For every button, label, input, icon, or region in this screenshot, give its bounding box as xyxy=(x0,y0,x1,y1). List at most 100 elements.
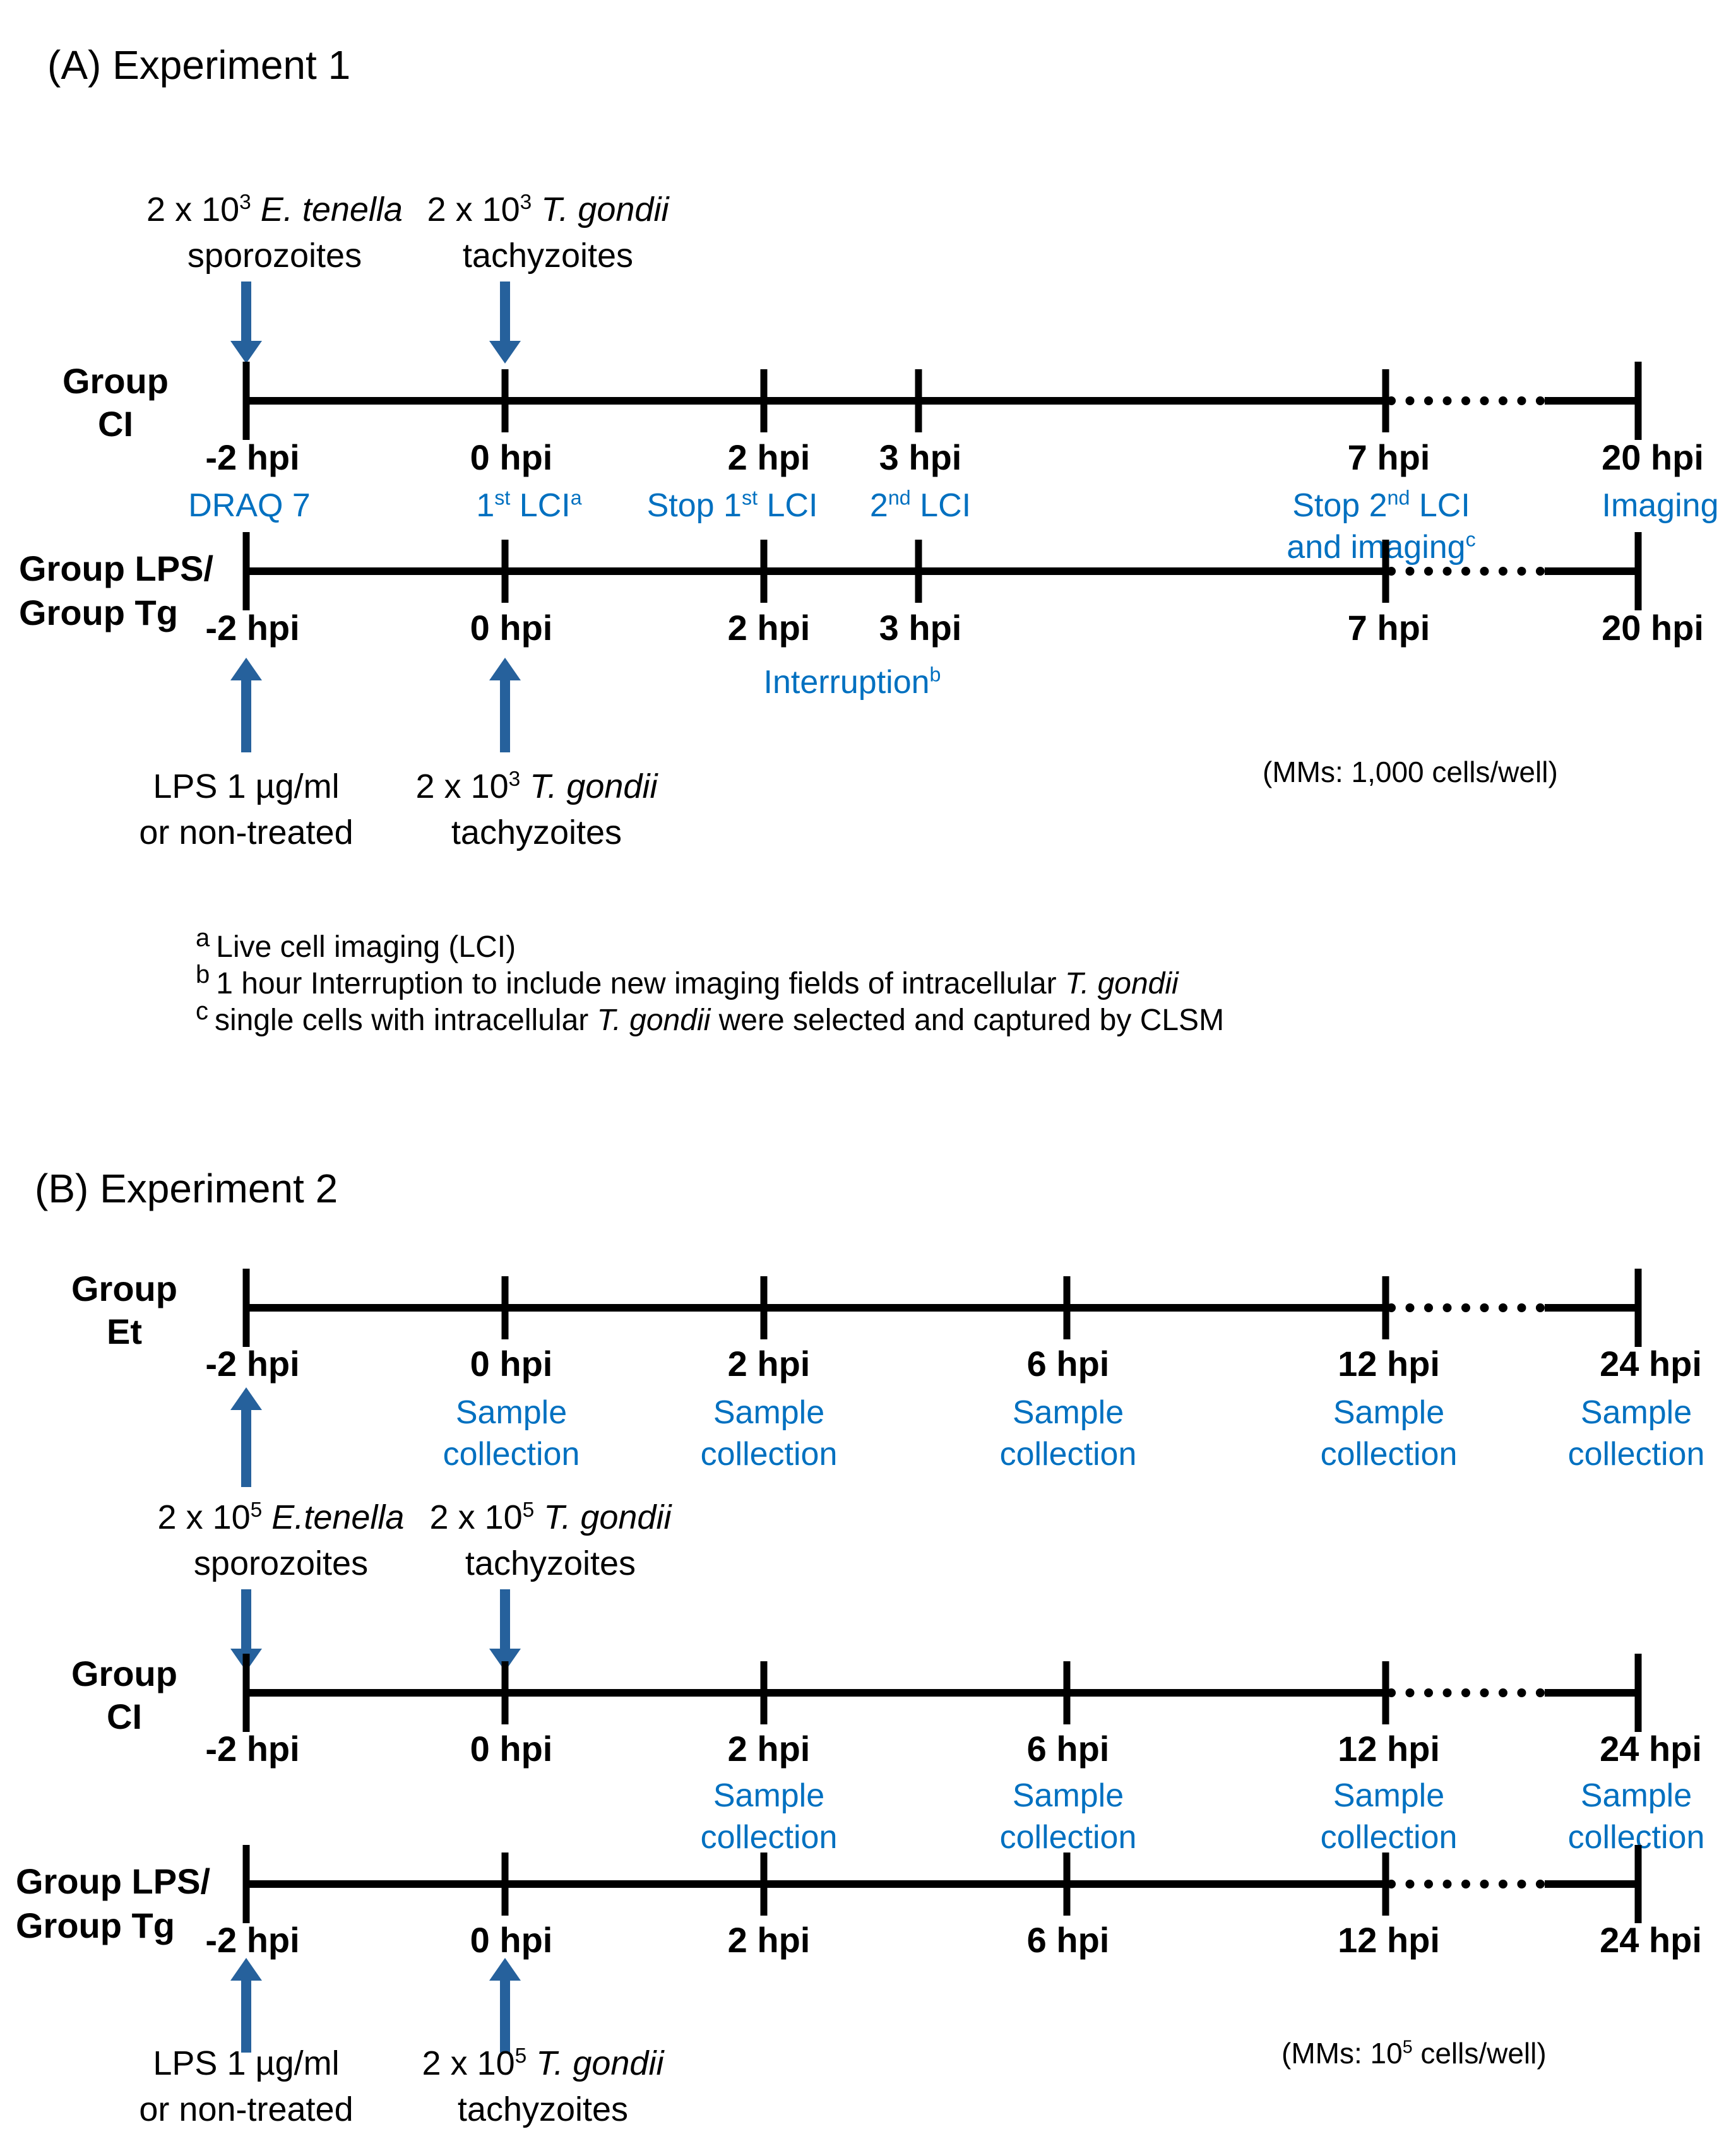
inoculum-line: 2 x 105 T. gondii xyxy=(429,1498,672,1536)
footnote-marker: c xyxy=(196,997,208,1025)
sample-line: Sample xyxy=(1012,1777,1124,1814)
timeline-tick xyxy=(1063,1853,1071,1916)
group-label-lps-tg-b: Group LPS/ Group Tg xyxy=(16,1859,210,1948)
timeline-dotted-segment xyxy=(1387,1880,1545,1888)
annotation-line: and imagingc xyxy=(1287,528,1476,566)
inoculum-label-t-gondii-b: 2 x 105 T. gondii tachyzoites xyxy=(430,1495,672,1587)
timeline-segment xyxy=(1545,397,1638,405)
annotation-first-lci: 1st LCIa xyxy=(476,486,582,524)
group-label-line: Group Tg xyxy=(19,593,178,632)
tick-label: 2 hpi xyxy=(727,1344,811,1384)
tick-label: 12 hpi xyxy=(1338,1920,1440,1960)
timeline-tick xyxy=(1382,1853,1389,1916)
mms-note-panel-b: (MMs: 105 cells/well) xyxy=(1281,2037,1547,2070)
sample-line: Sample xyxy=(1333,1777,1445,1814)
sample-line: Sample xyxy=(713,1777,825,1814)
inoculum-label-et-tenella: 2 x 103 E. tenella sporozoites xyxy=(146,187,403,279)
sample-line: Sample xyxy=(1333,1394,1445,1431)
annotation-imaging: Imaging xyxy=(1602,487,1719,524)
treatment-line: or non-treated xyxy=(139,2090,354,2128)
tick-label: 2 hpi xyxy=(727,437,811,477)
timeline-end-tick xyxy=(242,1845,250,1923)
sample-collection-ci-12hpi: Sample collection xyxy=(1321,1775,1458,1858)
timeline-end-tick xyxy=(1634,1845,1642,1923)
up-arrow-icon xyxy=(489,1958,521,2053)
inoculum-line: tachyzoites xyxy=(457,2090,629,2128)
tick-label: 24 hpi xyxy=(1600,1729,1702,1769)
footnote-text: 1 hour Interruption to include new imagi… xyxy=(216,967,1179,1000)
inoculum-label-t-gondii-bottom: 2 x 103 T. gondii tachyzoites xyxy=(416,764,658,856)
timeline-tick xyxy=(1063,1661,1071,1724)
timeline-dotted-segment xyxy=(1387,567,1545,576)
timeline-segment xyxy=(1545,1880,1638,1888)
tick-label: 12 hpi xyxy=(1338,1344,1440,1384)
inoculum-line: sporozoites xyxy=(187,237,362,275)
panel-b-title: (B) Experiment 2 xyxy=(35,1166,338,1211)
timeline-tick xyxy=(1382,540,1389,603)
group-label-line: Group Tg xyxy=(16,1906,175,1945)
footnote-marker: a xyxy=(196,924,210,952)
timeline-tick xyxy=(915,540,922,603)
group-label-line: Group xyxy=(62,361,169,401)
annotation-interruption: Interruptionb xyxy=(763,663,941,701)
timeline-end-tick xyxy=(1634,1654,1642,1732)
group-label-line: Group LPS/ xyxy=(19,548,213,588)
tick-label: 20 hpi xyxy=(1602,437,1704,477)
footnote-text: single cells with intracellular T. gondi… xyxy=(215,1004,1225,1037)
timeline-tick xyxy=(501,1661,509,1724)
footnote-text: Live cell imaging (LCI) xyxy=(216,930,516,964)
down-arrow-icon xyxy=(489,1589,521,1671)
tick-label: -2 hpi xyxy=(205,1920,300,1960)
tick-label: 0 hpi xyxy=(470,608,553,648)
timeline-tick xyxy=(760,540,768,603)
tick-label: -2 hpi xyxy=(205,608,300,648)
sample-line: Sample xyxy=(713,1394,825,1431)
timeline-end-tick xyxy=(1634,1269,1642,1347)
timeline-tick xyxy=(1382,1661,1389,1724)
up-arrow-icon xyxy=(230,658,262,752)
inoculum-line: tachyzoites xyxy=(462,237,634,275)
inoculum-line: 2 x 105 T. gondii xyxy=(422,2044,664,2082)
up-arrow-icon xyxy=(230,1958,262,2053)
sample-line: Sample xyxy=(1012,1394,1124,1431)
timeline-dotted-segment xyxy=(1387,1303,1545,1312)
sample-line: collection xyxy=(1320,1819,1458,1856)
group-label-et: Group Et xyxy=(39,1267,210,1353)
sample-line: collection xyxy=(1567,1436,1705,1473)
tick-label: 0 hpi xyxy=(470,1729,553,1769)
treatment-line: LPS 1 µg/ml xyxy=(153,2044,340,2082)
tick-label: 7 hpi xyxy=(1347,437,1430,477)
treatment-line: LPS 1 µg/ml xyxy=(153,768,340,805)
tick-label: -2 hpi xyxy=(205,1729,300,1769)
annotation-stop-second-lci: Stop 2nd LCI and imagingc xyxy=(1287,485,1475,568)
timeline-end-tick xyxy=(242,1269,250,1347)
timeline-tick xyxy=(501,1853,509,1916)
tick-label: 6 hpi xyxy=(1026,1344,1110,1384)
footnote-marker: b xyxy=(196,961,210,988)
inoculum-line: tachyzoites xyxy=(465,1544,636,1582)
timeline-end-tick xyxy=(242,1654,250,1732)
timeline-tick xyxy=(501,1276,509,1339)
inoculum-line: 2 x 103 E. tenella xyxy=(146,191,403,228)
treatment-label-lps: LPS 1 µg/ml or non-treated xyxy=(139,764,353,856)
tick-label: 3 hpi xyxy=(879,608,962,648)
timeline-segment xyxy=(246,567,1387,575)
tick-label: 0 hpi xyxy=(470,437,553,477)
inoculum-label-t-gondii-bottom-b: 2 x 105 T. gondii tachyzoites xyxy=(422,2041,664,2133)
sample-line: collection xyxy=(999,1436,1137,1473)
tick-label: 24 hpi xyxy=(1600,1920,1702,1960)
timeline-segment xyxy=(246,397,1387,405)
treatment-line: or non-treated xyxy=(139,814,354,851)
tick-label: 2 hpi xyxy=(727,608,811,648)
group-label-line: Group xyxy=(71,1654,177,1693)
timeline-tick xyxy=(760,1853,768,1916)
tick-label: 3 hpi xyxy=(879,437,962,477)
sample-line: Sample xyxy=(1580,1777,1692,1814)
tick-label: 6 hpi xyxy=(1026,1729,1110,1769)
